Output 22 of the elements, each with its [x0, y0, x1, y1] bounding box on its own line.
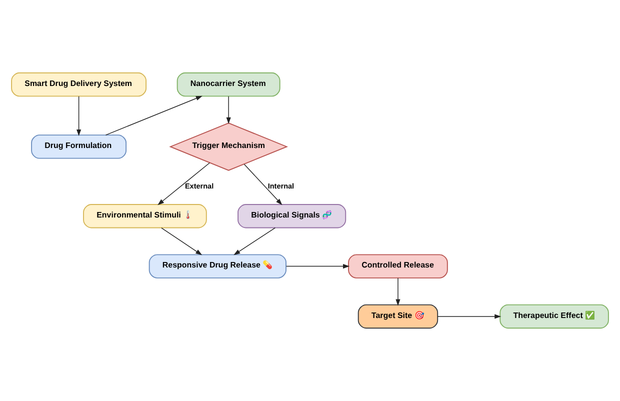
node-diamond: Trigger Mechanism: [169, 122, 288, 171]
node-box: Therapeutic Effect ✅: [500, 304, 609, 329]
node-box: Nanocarrier System: [176, 72, 280, 97]
arrow: [396, 278, 400, 306]
edge-label: Internal: [268, 182, 294, 191]
arrow: [437, 314, 502, 319]
arrow: [226, 96, 231, 124]
arrow: [161, 228, 202, 256]
edge-label: External: [184, 182, 214, 191]
node-box: Target Site 🎯: [358, 304, 438, 329]
arrow: [158, 162, 210, 206]
arrow: [105, 96, 202, 136]
node-box: Biological Signals 🧬: [238, 204, 346, 228]
arrow: [244, 164, 282, 206]
arrow: [234, 227, 276, 256]
node-box: Responsive Drug Release 💊: [148, 254, 286, 278]
arrow: [76, 96, 82, 136]
arrow: [286, 264, 350, 269]
node-box: Environmental Stimuli 🌡: [83, 204, 207, 228]
node-box: Smart Drug Delivery System: [11, 72, 147, 97]
node-box: Drug Formulation: [31, 134, 127, 159]
node-box: Controlled Release: [348, 254, 448, 278]
